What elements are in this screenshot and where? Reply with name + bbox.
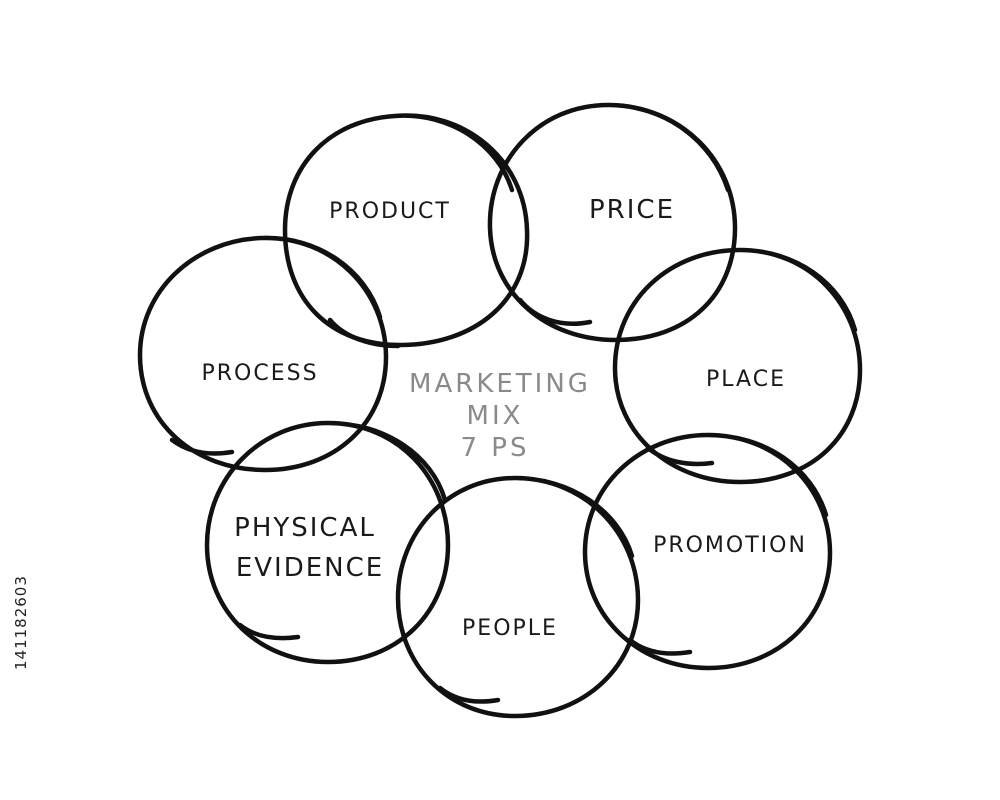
- circle-product: [282, 113, 530, 349]
- watermark-side-id: 141182603: [12, 575, 30, 670]
- circle-people: [395, 475, 641, 719]
- center-title-line3: 7 PS: [461, 433, 530, 463]
- label-physical: PHYSICAL: [234, 513, 376, 543]
- label-product: PRODUCT: [329, 199, 451, 224]
- label-process: PROCESS: [201, 361, 318, 386]
- circle-process: [137, 235, 389, 473]
- label-evidence: EVIDENCE: [236, 553, 384, 583]
- label-place: PLACE: [706, 367, 786, 392]
- circle-place: [612, 247, 863, 485]
- center-title-line2: MIX: [467, 401, 524, 431]
- label-promotion: PROMOTION: [653, 533, 807, 558]
- center-title-line1: MARKETING: [409, 369, 591, 399]
- label-people: PEOPLE: [462, 616, 558, 641]
- label-price: PRICE: [589, 195, 675, 225]
- circle-physical-evidence: [204, 420, 451, 665]
- circle-price: [487, 102, 738, 343]
